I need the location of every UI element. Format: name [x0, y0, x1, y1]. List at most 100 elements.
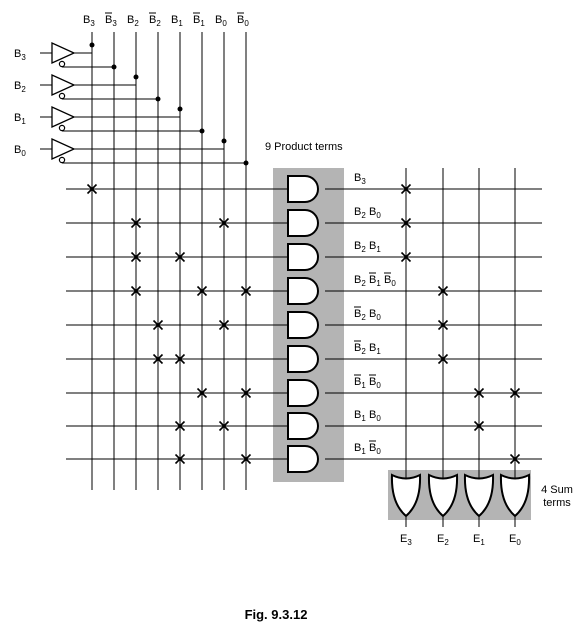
or-gate — [390, 473, 422, 518]
and-connection-mark — [218, 217, 230, 229]
buffer-triangle — [51, 137, 76, 161]
product-term-factor: B3 — [354, 172, 366, 186]
product-term-factor: B1 — [354, 409, 366, 423]
input-label: B1 — [14, 112, 26, 126]
and-gate — [287, 412, 319, 440]
column-label: B3 — [83, 14, 95, 28]
product-term-factor: B0 — [369, 376, 381, 390]
buffer-triangle — [51, 73, 76, 97]
and-gate — [287, 345, 319, 373]
input-buffers — [40, 41, 249, 166]
and-gate — [287, 277, 319, 305]
or-connection-mark — [400, 251, 412, 263]
and-connection-mark — [174, 251, 186, 263]
product-terms-label: 9 Product terms — [265, 141, 343, 153]
input-label: B0 — [14, 144, 26, 158]
buffer-triangle — [51, 41, 76, 65]
and-connection-mark — [218, 319, 230, 331]
output-label: E2 — [437, 533, 449, 547]
and-connection-mark — [130, 217, 142, 229]
and-connection-mark — [240, 285, 252, 297]
and-connection-mark — [174, 453, 186, 465]
column-label: B1 — [171, 14, 183, 28]
column-label: B3 — [105, 14, 117, 28]
junction-dot — [243, 160, 249, 166]
product-term-factor: B1 — [369, 274, 381, 288]
or-connection-mark — [473, 420, 485, 432]
product-term-label: B3 — [354, 172, 366, 186]
or-connection-mark — [473, 387, 485, 399]
or-connection-mark — [437, 285, 449, 297]
column-label: B1 — [193, 14, 205, 28]
and-gate — [287, 311, 319, 339]
product-term-factor: B1 — [354, 442, 366, 456]
and-connection-mark — [240, 453, 252, 465]
and-connection-mark — [86, 183, 98, 195]
product-term-factor: B1 — [369, 342, 381, 356]
input-label: B3 — [14, 48, 26, 62]
or-gate — [463, 473, 495, 518]
product-term-factor: B0 — [369, 206, 381, 220]
input-label: B2 — [14, 80, 26, 94]
inverter-bubble — [58, 156, 66, 164]
product-term-factor: B2 — [354, 206, 366, 220]
or-connection-mark — [400, 183, 412, 195]
inverter-bubble — [58, 60, 66, 68]
and-gate — [287, 445, 319, 473]
and-connection-mark — [130, 251, 142, 263]
and-connection-mark — [152, 319, 164, 331]
output-label: E1 — [473, 533, 485, 547]
product-term-factor: B2 — [354, 274, 366, 288]
product-term-factor: B2 — [354, 240, 366, 254]
output-label: E0 — [509, 533, 521, 547]
and-connection-mark — [174, 420, 186, 432]
column-label: B2 — [149, 14, 161, 28]
column-label: B0 — [237, 14, 249, 28]
inverter-bubble — [58, 124, 66, 132]
product-term-factor: B0 — [369, 409, 381, 423]
product-term-factor: B0 — [369, 308, 381, 322]
product-term-factor: B0 — [384, 274, 396, 288]
column-label: B0 — [215, 14, 227, 28]
column-label: B2 — [127, 14, 139, 28]
junction-dot — [199, 128, 205, 134]
and-gate — [287, 243, 319, 271]
and-gate — [287, 175, 319, 203]
connection-marks — [86, 183, 521, 465]
product-term-factor: B2 — [354, 342, 366, 356]
and-connection-mark — [240, 387, 252, 399]
inverter-bubble — [58, 92, 66, 100]
and-gate — [287, 379, 319, 407]
product-term-factor: B1 — [354, 376, 366, 390]
or-connection-mark — [509, 387, 521, 399]
or-connection-mark — [400, 217, 412, 229]
or-connection-mark — [437, 353, 449, 365]
buffer-triangle — [51, 105, 76, 129]
junction-dot — [111, 64, 117, 70]
gates — [287, 175, 531, 527]
and-connection-mark — [196, 387, 208, 399]
figure-caption: Fig. 9.3.12 — [245, 607, 308, 622]
and-gate — [287, 209, 319, 237]
and-connection-mark — [196, 285, 208, 297]
product-term-factor: B0 — [369, 442, 381, 456]
or-gate — [499, 473, 531, 518]
junction-dot — [155, 96, 161, 102]
or-gate — [427, 473, 459, 518]
product-term-factor: B2 — [354, 308, 366, 322]
and-connection-mark — [218, 420, 230, 432]
or-connection-mark — [509, 453, 521, 465]
product-term-factor: B1 — [369, 240, 381, 254]
and-connection-mark — [130, 285, 142, 297]
